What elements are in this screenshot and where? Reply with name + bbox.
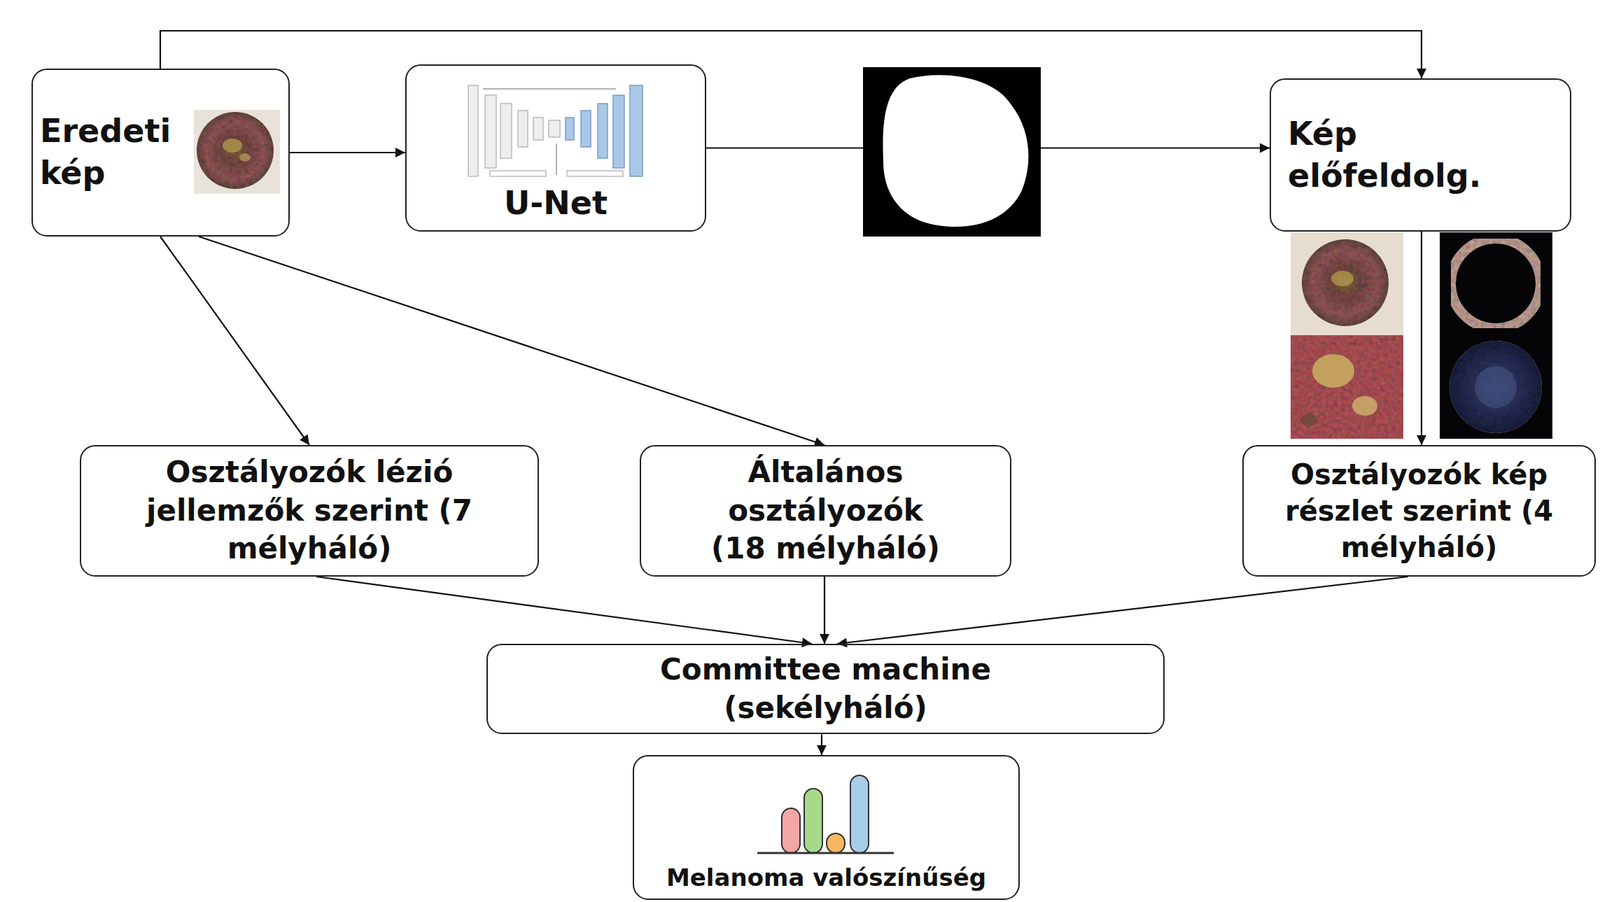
flow-arrow bbox=[160, 236, 310, 446]
flow-arrow bbox=[289, 151, 406, 154]
lesion-closeup bbox=[1290, 335, 1404, 439]
preprocessed-images bbox=[1290, 232, 1553, 439]
mask-background bbox=[862, 67, 1041, 237]
input-box: Eredeti kép bbox=[31, 68, 290, 237]
skip-line bbox=[482, 88, 616, 90]
classifier-box: Osztályozók kép részlet szerint (4 mélyh… bbox=[1242, 445, 1596, 577]
flow-arrow bbox=[316, 576, 812, 644]
unet-icon bbox=[468, 85, 643, 177]
lesion-spot bbox=[239, 153, 251, 162]
probability-bar bbox=[781, 808, 800, 854]
decoder-bar bbox=[629, 85, 643, 177]
ensemble-box: Committee machine (sekélyháló) bbox=[486, 643, 1165, 735]
probability-bar bbox=[826, 833, 845, 854]
lesion-thumbnail bbox=[193, 109, 280, 194]
skin-background bbox=[1290, 232, 1404, 336]
encoder-bar bbox=[468, 85, 479, 177]
encoder-bar bbox=[500, 103, 512, 159]
probability-bar bbox=[850, 775, 869, 854]
baseline bbox=[757, 852, 894, 855]
process-box: Kép előfeldolg. bbox=[1269, 78, 1572, 232]
dark-background bbox=[1439, 232, 1553, 439]
classifier-box: Általános osztályozók (18 mélyháló) bbox=[639, 445, 1012, 577]
node-label: Kép előfeldolg. bbox=[1287, 113, 1519, 198]
lesion bbox=[1301, 239, 1389, 327]
lesion-spot bbox=[222, 138, 243, 153]
probability-bar bbox=[804, 788, 823, 854]
lesion-border-ring bbox=[1450, 238, 1541, 329]
lesion-spot bbox=[1300, 413, 1318, 427]
model-box: U-Net bbox=[405, 64, 707, 232]
decoder-bar bbox=[565, 117, 574, 140]
decoder-bar bbox=[613, 95, 625, 168]
encoder-bar bbox=[517, 110, 528, 147]
node-label: Osztályozók kép részlet szerint (4 mélyh… bbox=[1256, 456, 1582, 566]
lesion-spot bbox=[1331, 270, 1354, 287]
node-label: Melanoma valószínűség bbox=[666, 862, 987, 894]
divider-line bbox=[555, 143, 558, 175]
node-label: Committee machine (sekélyháló) bbox=[636, 650, 1015, 728]
skin-background bbox=[193, 109, 280, 194]
flow-arrow bbox=[198, 236, 825, 446]
legend-arrow bbox=[566, 170, 623, 177]
flow-arrow bbox=[837, 576, 1409, 644]
decoder-bar bbox=[580, 110, 591, 147]
node-label: Általános osztályozók (18 mélyháló) bbox=[699, 453, 952, 569]
lesion-interior bbox=[1449, 340, 1542, 434]
node-label: Eredeti kép bbox=[39, 110, 208, 195]
segmentation-mask bbox=[862, 67, 1041, 237]
legend-arrow bbox=[489, 170, 546, 177]
flow-arrow bbox=[1420, 231, 1423, 446]
output-box: Melanoma valószínűség bbox=[632, 755, 1020, 901]
encoder-bar bbox=[485, 95, 497, 168]
lesion-spot bbox=[1312, 354, 1355, 388]
classifier-box: Osztályozók lézió jellemzők szerint (7 m… bbox=[79, 445, 539, 577]
probability-icon bbox=[757, 775, 894, 854]
lesion-core bbox=[1474, 366, 1517, 409]
decoder-bar bbox=[597, 103, 608, 159]
flow-arrow bbox=[823, 576, 826, 644]
bottleneck-bar bbox=[548, 120, 560, 138]
mask-region bbox=[882, 74, 1029, 227]
flow-arrow bbox=[820, 734, 823, 756]
node-label: U-Net bbox=[503, 182, 608, 225]
lesion bbox=[196, 111, 274, 189]
node-label: Osztályozók lézió jellemzők szerint (7 m… bbox=[95, 453, 524, 569]
encoder-bar bbox=[533, 117, 544, 140]
flow-arrow bbox=[160, 30, 1422, 79]
lesion-spot bbox=[1352, 396, 1378, 416]
